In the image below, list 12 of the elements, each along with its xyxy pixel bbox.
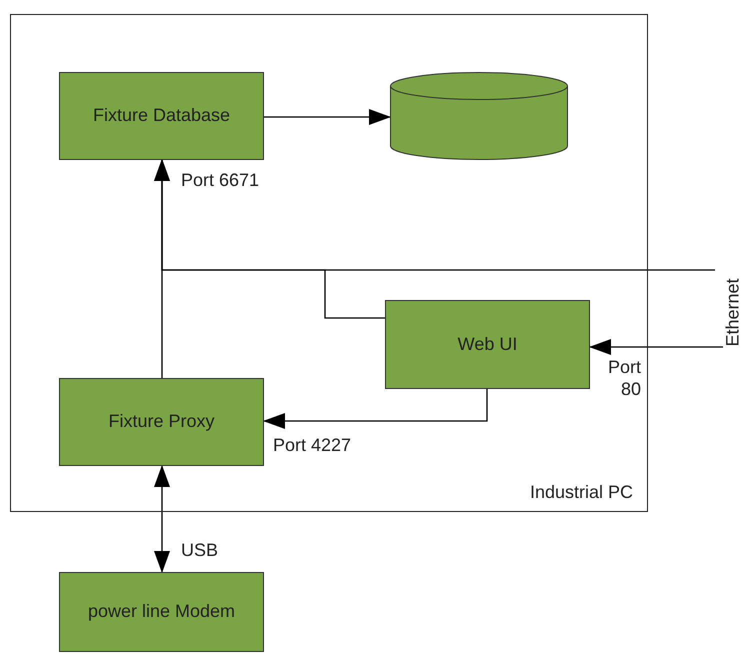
arrow: [154, 159, 385, 319]
arrow: [263, 389, 488, 429]
arrow: [589, 339, 723, 355]
arrow: [154, 465, 170, 573]
container-title: Industrial PC: [530, 482, 633, 503]
network-label: Ethernet: [723, 278, 743, 346]
process-box: Web UI: [385, 300, 590, 389]
container-frame: [10, 14, 648, 512]
arrow: [264, 109, 391, 125]
process-box: Fixture Database: [59, 72, 264, 160]
process-box: Fixture Proxy: [59, 378, 264, 466]
process-box: power line Modem: [59, 572, 264, 652]
